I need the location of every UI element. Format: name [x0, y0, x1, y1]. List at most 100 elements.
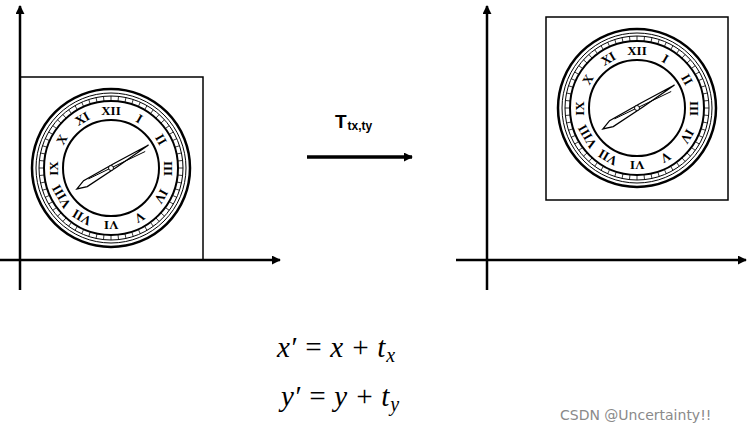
clock-tick: [629, 175, 631, 180]
clock-tick: [622, 38, 623, 43]
clock-tick: [43, 189, 48, 191]
clock-hand: [77, 145, 149, 189]
clock-tick: [41, 182, 46, 183]
clock-tick: [695, 72, 699, 75]
watermark: CSDN @Uncertainty!!: [560, 408, 711, 422]
equation-subscript: x: [386, 345, 395, 365]
clock-numeral: I: [134, 111, 145, 125]
clock-numeral: IX: [573, 101, 586, 115]
clock-tick: [49, 202, 53, 205]
clock-tick: [69, 110, 72, 114]
equation: x′ = x + t: [277, 333, 385, 362]
clock-ring: [32, 89, 190, 247]
clock-tick: [565, 108, 570, 109]
clock-tick: [595, 50, 598, 54]
clock-tick: [138, 102, 140, 107]
clock-tick: [704, 100, 709, 102]
clock-tick: [579, 147, 583, 150]
clock-ring: [63, 120, 159, 216]
clock-tick: [57, 213, 61, 216]
clock-tick: [589, 54, 592, 58]
clock-tick: [125, 234, 126, 239]
clock-tick: [111, 235, 112, 240]
clock-tick: [565, 100, 570, 102]
clock-tick: [53, 207, 57, 210]
clock-ring: [562, 33, 712, 183]
clock-tick: [96, 234, 97, 239]
clock-tick: [567, 122, 572, 123]
clock-tick: [169, 132, 173, 135]
clock-tick: [608, 42, 610, 47]
clock-tick: [161, 213, 165, 216]
clock-tick: [89, 100, 91, 105]
clock-hand: [614, 91, 671, 118]
clock-numeral: VIII: [49, 183, 73, 211]
clock-tick: [704, 115, 709, 117]
clock-tick: [172, 195, 177, 197]
clock-ring: [558, 29, 716, 187]
clock-numeral: IX: [47, 161, 60, 175]
clock-tick: [571, 135, 576, 137]
clock-tick: [145, 226, 148, 230]
clock-tick: [45, 139, 50, 141]
clock-tick: [169, 202, 173, 205]
clock-tick: [53, 126, 57, 129]
clock-tick: [49, 132, 53, 135]
clock-ring: [570, 41, 704, 175]
clock-tick: [615, 172, 617, 177]
clock-tick: [156, 218, 159, 222]
clock-tick: [583, 60, 587, 63]
clock-tick: [175, 189, 180, 191]
clock-tick: [682, 158, 685, 162]
clock-tick: [41, 153, 46, 154]
clock-tick: [69, 222, 72, 226]
image-frame: [20, 77, 203, 260]
clock-tick: [687, 60, 691, 63]
clock-tick: [145, 106, 148, 110]
clock-tick: [118, 96, 120, 101]
clock-tick: [701, 129, 706, 131]
clock-tick: [63, 114, 66, 118]
clock-tick: [111, 96, 112, 101]
clock-tick: [682, 54, 685, 58]
clock-tick: [601, 46, 604, 50]
clock-numeral: XII: [101, 104, 121, 117]
operator-subscript: tx,ty: [348, 120, 373, 132]
clock-tick: [629, 36, 631, 41]
clock-numeral: II: [153, 132, 169, 147]
clock-tick: [178, 168, 183, 169]
clock-tick: [637, 175, 638, 180]
clock-tick: [622, 174, 623, 179]
clock-hand: [88, 151, 145, 178]
clock-numeral: X: [579, 72, 595, 87]
clock-tick: [703, 122, 708, 123]
clock-numeral: VIII: [575, 123, 599, 151]
clock-tick: [691, 147, 695, 150]
transform-arrow: [307, 155, 412, 159]
clock-tick: [579, 66, 583, 69]
clock-hand: [603, 85, 675, 129]
clock-tick: [569, 86, 574, 88]
clock-tick: [671, 166, 674, 170]
clock-tick: [39, 168, 44, 169]
clock-ring: [44, 101, 178, 235]
clock-face: [558, 29, 716, 187]
y-axis: [486, 6, 489, 290]
clock-tick: [125, 98, 126, 103]
clock-pivot: [109, 166, 114, 171]
clock-tick: [39, 160, 44, 162]
clock-tick: [63, 218, 66, 222]
clock-tick: [698, 79, 703, 81]
clock-tick: [651, 38, 652, 43]
clock-tick: [589, 158, 592, 162]
clock-tick: [165, 207, 169, 210]
equation: y′ = y + t: [281, 382, 389, 411]
clock-tick: [704, 108, 709, 109]
clock-tick: [644, 175, 646, 180]
clock-tick: [161, 120, 165, 123]
clock-pivot: [635, 106, 640, 111]
clock-tick: [658, 40, 660, 45]
clock-tick: [644, 36, 646, 41]
